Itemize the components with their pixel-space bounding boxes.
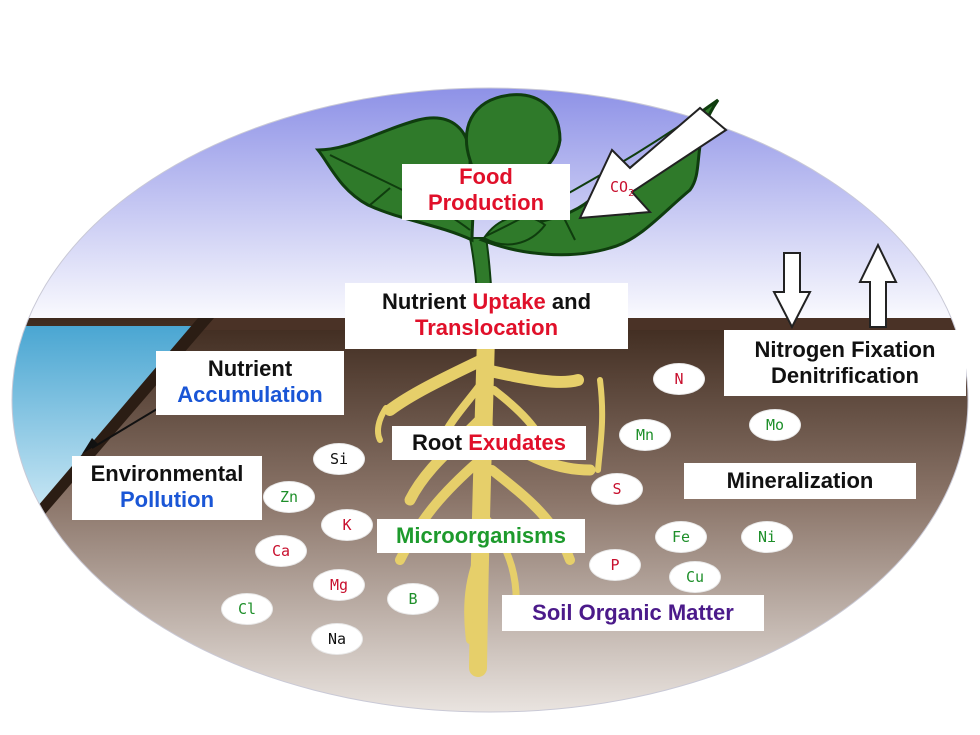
exudates-word-exudates: Exudates (468, 430, 567, 455)
co2-sub: 2 (628, 188, 635, 199)
uptake-word-uptake: Uptake (472, 289, 546, 314)
label-root-exudates: Root Exudates (392, 426, 586, 460)
element-fe: Fe (656, 522, 706, 552)
pollution-line1: Environmental (90, 461, 244, 486)
co2-base: CO (610, 178, 629, 196)
element-zn: Zn (264, 482, 314, 512)
element-b: B (388, 584, 438, 614)
accumulation-line1: Nutrient (207, 356, 293, 381)
element-k: K (322, 510, 372, 540)
diagram-outline (11, 87, 969, 713)
label-mineralization: Mineralization (684, 463, 916, 499)
label-nutrient-accumulation: Nutrient Accumulation (156, 351, 344, 415)
label-microorganisms: Microorganisms (377, 519, 585, 553)
label-soil-organic-matter: Soil Organic Matter (502, 595, 764, 631)
element-s: S (592, 474, 642, 504)
element-si: Si (314, 444, 364, 474)
uptake-line2: Translocation (414, 315, 559, 340)
nitrogen-down-arrow (772, 252, 812, 330)
element-cl: Cl (222, 594, 272, 624)
element-mg: Mg (314, 570, 364, 600)
element-cu: Cu (670, 562, 720, 592)
uptake-line1: Nutrient Uptake and (345, 289, 628, 315)
exudates-word-root: Root (411, 430, 469, 455)
uptake-word-nutrient: Nutrient (381, 289, 473, 314)
element-mn: Mn (620, 420, 670, 450)
element-mo: Mo (750, 410, 800, 440)
water (12, 326, 198, 520)
pollution-line2: Pollution (119, 487, 215, 512)
accumulation-line2: Accumulation (177, 382, 323, 407)
food-line1: Food (459, 164, 513, 189)
label-environmental-pollution: Environmental Pollution (72, 456, 262, 520)
leaf-small (482, 215, 547, 246)
element-na: Na (312, 624, 362, 654)
nitrogen-line1: Nitrogen Fixation (754, 337, 936, 362)
nitrogen-line2: Denitrification (771, 363, 919, 388)
label-food-production: Food Production (402, 164, 570, 220)
co2-label: CO2 (610, 178, 634, 199)
element-ni: Ni (742, 522, 792, 552)
nitrogen-up-arrow (858, 242, 898, 328)
element-ca: Ca (256, 536, 306, 566)
co2-arrow (578, 106, 728, 220)
pollution-pointer-head (82, 438, 98, 454)
element-n: N (654, 364, 704, 394)
label-nitrogen-fixation: Nitrogen Fixation Denitrification (724, 330, 966, 396)
label-nutrient-uptake: Nutrient Uptake and Translocation (345, 283, 628, 349)
food-line2: Production (427, 190, 545, 215)
element-p: P (590, 550, 640, 580)
uptake-word-and: and (545, 289, 592, 314)
